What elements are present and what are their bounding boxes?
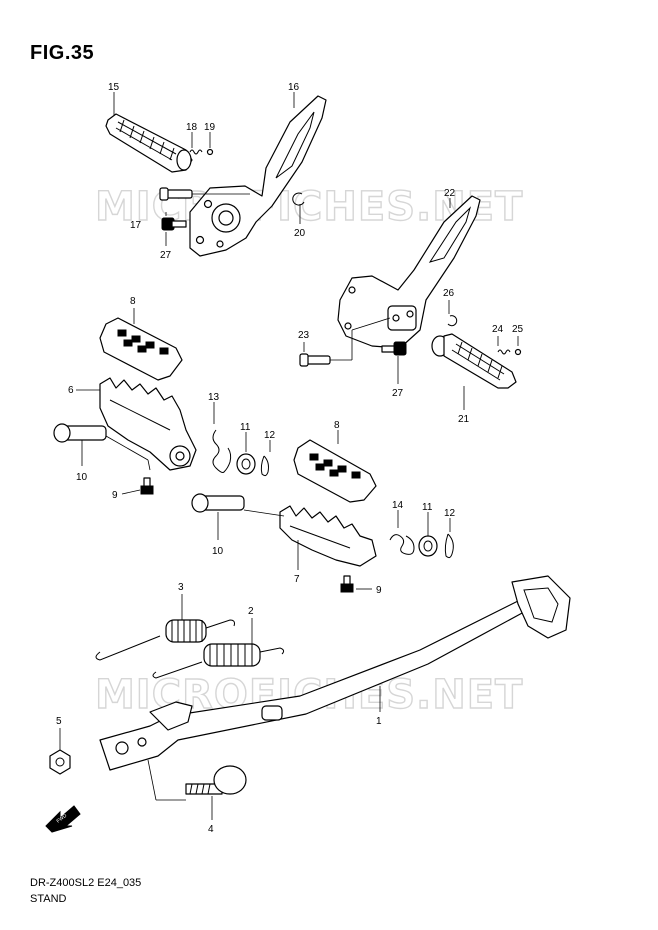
fwd-label: FWD (56, 813, 69, 825)
fwd-arrow-icon: FWD (45, 805, 81, 833)
side-stand-1 (99, 575, 571, 771)
clip-20 (292, 192, 305, 206)
cotter-12-left (260, 455, 269, 477)
callout-21: 21 (458, 414, 470, 425)
callout-25: 25 (512, 324, 524, 335)
callout-23: 23 (298, 330, 310, 341)
clip-26 (447, 315, 458, 327)
pin-23 (299, 353, 331, 367)
bracket-22 (337, 195, 481, 349)
bracket-16 (189, 95, 327, 257)
footpeg-7 (279, 505, 377, 567)
spring-18 (189, 149, 203, 155)
callout-2: 2 (248, 606, 254, 617)
callout-3: 3 (178, 582, 184, 593)
pin-10-left (53, 423, 107, 443)
spring-13 (212, 429, 232, 473)
bolt-4 (185, 765, 247, 795)
callout-24: 24 (492, 324, 504, 335)
callout-10-right: 10 (212, 546, 224, 557)
callout-9-left: 9 (112, 490, 118, 501)
spring-14 (389, 534, 415, 555)
spring-24 (497, 349, 511, 355)
cotter-12-right (444, 533, 454, 559)
callout-27-right: 27 (392, 388, 404, 399)
callout-6: 6 (68, 385, 74, 396)
figure-code: DR-Z400SL2 E24_035 (30, 877, 142, 889)
callout-7: 7 (294, 574, 300, 585)
bolt-27-right (381, 341, 407, 356)
callout-27-left: 27 (160, 250, 172, 261)
footpeg-21 (431, 333, 517, 389)
callout-19: 19 (204, 122, 216, 133)
rubber-8-right (293, 439, 377, 503)
bolt-9-right (340, 575, 354, 593)
callout-12-right: 12 (444, 508, 456, 519)
leader-lines (59, 92, 519, 820)
callout-9-right: 9 (376, 585, 382, 596)
callout-5: 5 (56, 716, 62, 727)
callout-1: 1 (376, 716, 382, 727)
callout-8-left: 8 (130, 296, 136, 307)
figure-title: FIG.35 (30, 42, 95, 64)
spring-3 (95, 619, 235, 661)
rubber-8-left (99, 317, 183, 381)
washer-11-left (236, 453, 256, 475)
callout-12-left: 12 (264, 430, 276, 441)
callout-18: 18 (186, 122, 198, 133)
callout-11-right: 11 (422, 502, 433, 513)
callout-14: 14 (392, 500, 404, 511)
callout-22: 22 (444, 188, 456, 199)
callout-10-left: 10 (76, 472, 88, 483)
callout-13: 13 (208, 392, 220, 403)
footpeg-15 (105, 113, 193, 173)
callout-17: 17 (130, 220, 142, 231)
callout-8-right: 8 (334, 420, 340, 431)
pin-10-right (191, 493, 245, 513)
footpeg-6 (99, 377, 197, 471)
callout-11-left: 11 (240, 422, 251, 433)
callout-15: 15 (108, 82, 120, 93)
callout-4: 4 (208, 824, 214, 835)
washer-11-right (418, 535, 438, 557)
figure-name: STAND (30, 893, 67, 905)
callout-16: 16 (288, 82, 300, 93)
bolt-9-left (140, 477, 154, 495)
bolt-27-left (161, 217, 187, 231)
callout-26: 26 (443, 288, 455, 299)
spring-2 (152, 643, 285, 679)
callout-20: 20 (294, 228, 306, 239)
pin-17 (159, 187, 193, 201)
ball-25 (514, 348, 522, 356)
nut-5 (49, 749, 71, 775)
ball-19 (206, 148, 214, 156)
